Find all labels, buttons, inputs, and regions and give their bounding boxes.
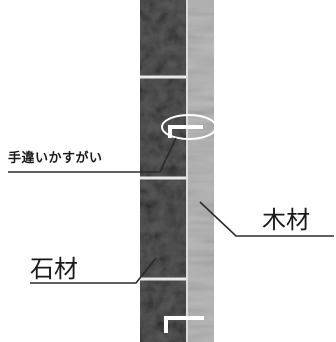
stone-label: 石材 xyxy=(30,255,78,283)
wood-label: 木材 xyxy=(262,206,310,234)
wood-leader-line xyxy=(199,201,334,237)
cramp-icon-lower xyxy=(164,316,204,333)
joint-label: 手違いかすがい xyxy=(8,151,103,166)
cramp-icon-upper xyxy=(161,114,217,140)
stone-column xyxy=(140,0,188,342)
stone-leader-line xyxy=(30,257,157,284)
wood-column xyxy=(186,0,214,342)
joint-leader-line xyxy=(8,137,177,173)
